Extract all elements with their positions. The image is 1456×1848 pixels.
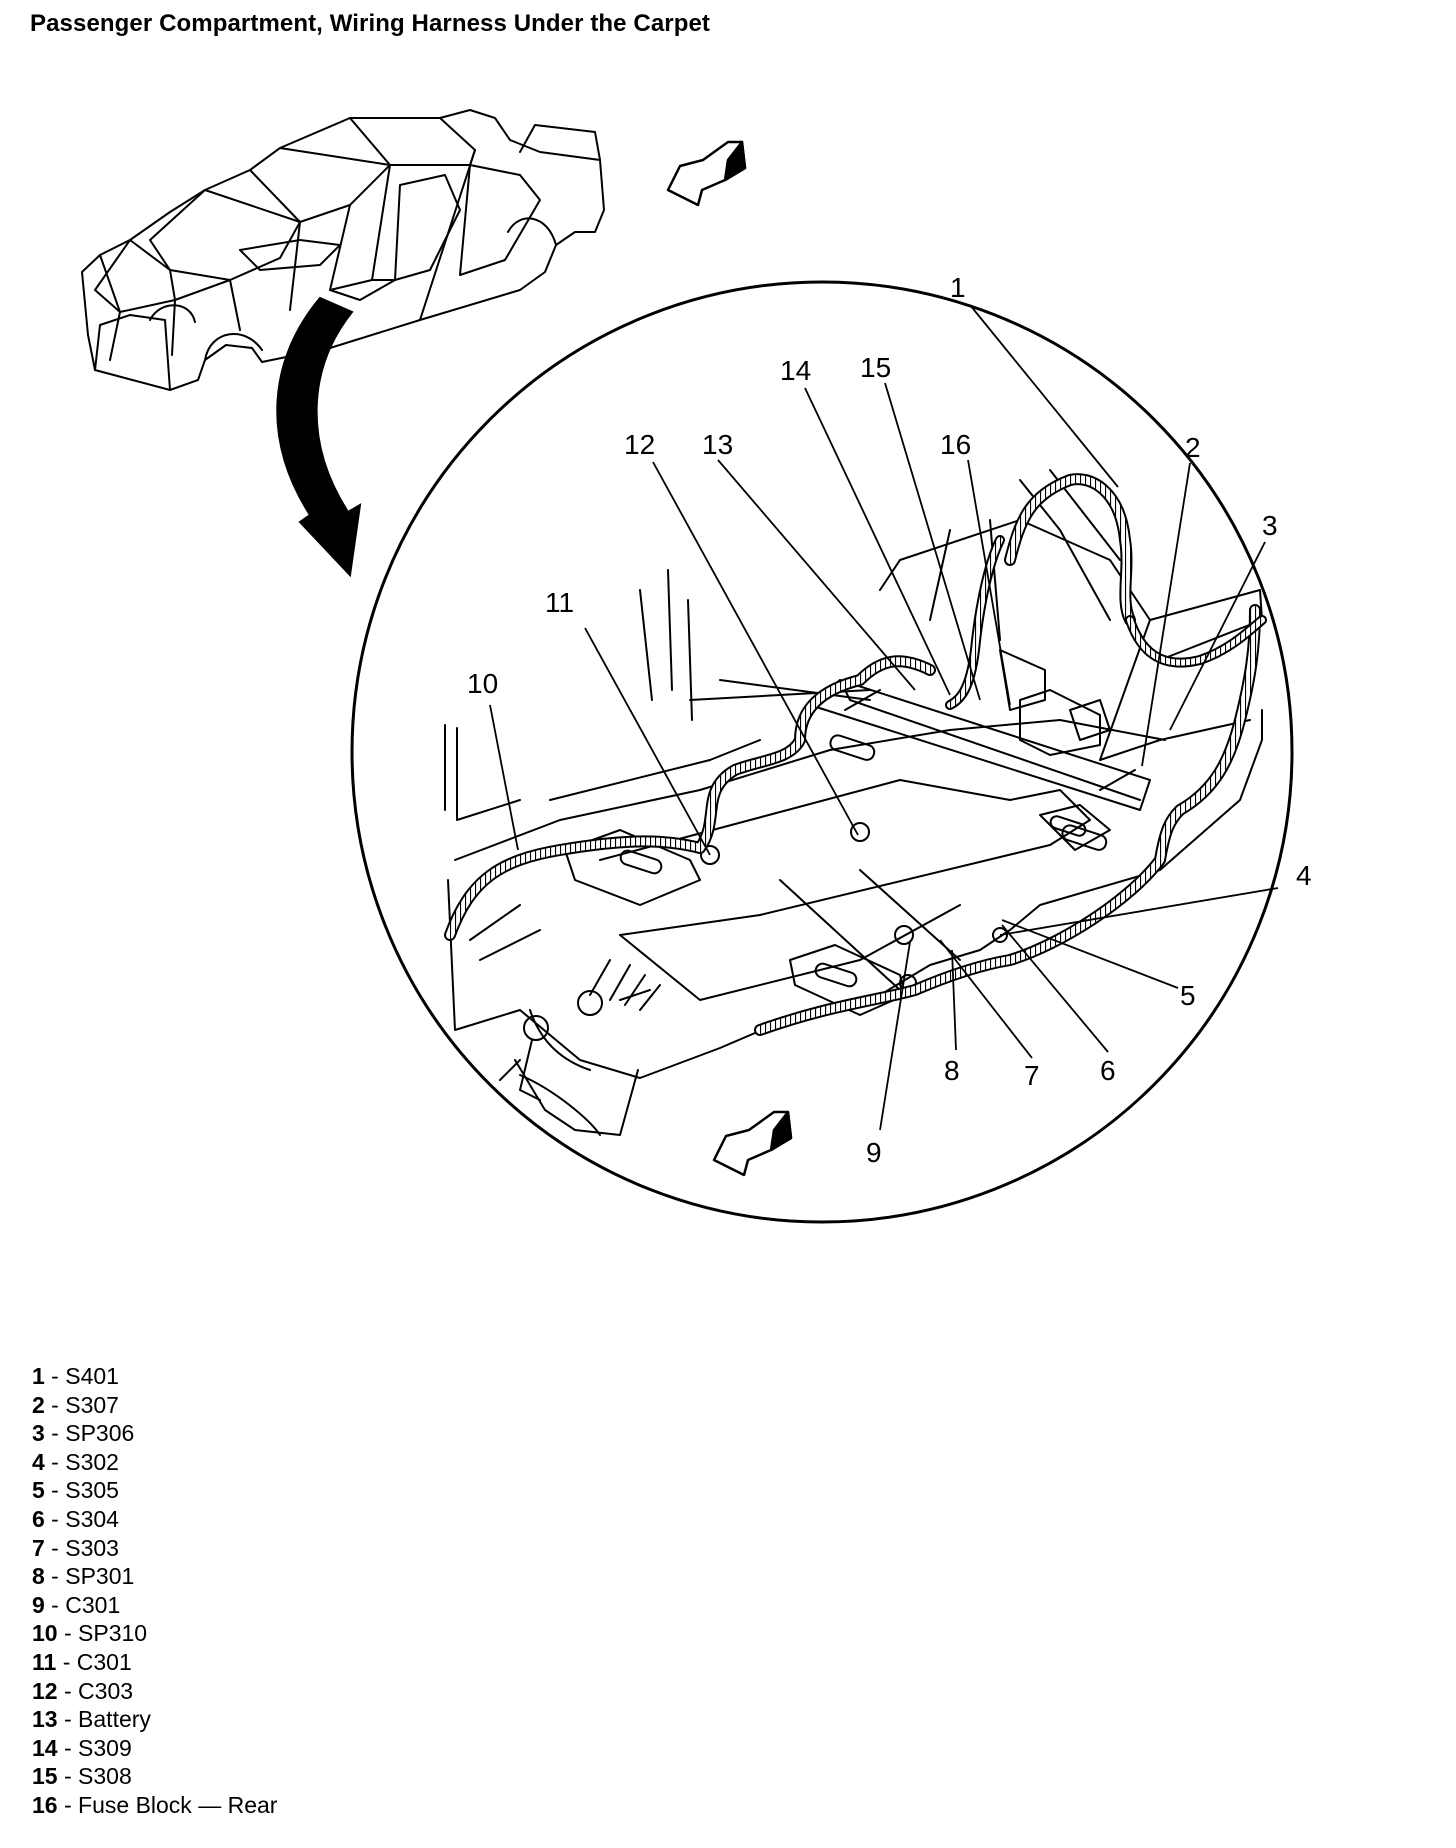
legend-item: 1 - S401	[32, 1363, 119, 1389]
zoom-arrow-icon	[276, 296, 362, 578]
callout-8: 8	[944, 1055, 960, 1086]
callout-labels: 1 2 3 4 5 6 7 8 9 10 11 12 13 14 15 16	[467, 272, 1312, 1168]
callout-1: 1	[950, 272, 966, 303]
legend-item: 10 - SP310	[32, 1620, 148, 1647]
legend-item: 7 - S303	[32, 1534, 119, 1561]
floor-pan-detail	[444, 469, 1263, 1136]
front-arrow-lower-icon	[712, 1110, 793, 1177]
callout-16: 16	[940, 429, 971, 460]
legend-item: 11 - C301	[32, 1648, 132, 1675]
legend-item: 13 - Battery	[32, 1706, 151, 1733]
front-arrow-icon	[666, 140, 747, 207]
legend-item: 14 - S309	[32, 1734, 132, 1761]
legend-list: 1 - S401 2 - S307 3 - SP306 4 - S302 5 -…	[32, 1362, 277, 1820]
callout-7: 7	[1024, 1060, 1040, 1091]
legend-item: 9 - C301	[32, 1591, 121, 1618]
legend-item: 15 - S308	[32, 1763, 132, 1790]
callout-15: 15	[860, 352, 891, 383]
vehicle-body-icon	[81, 109, 605, 391]
legend-item: 4 - S302	[32, 1448, 119, 1475]
legend-item: 8 - SP301	[32, 1563, 135, 1590]
wiring-harness	[444, 473, 1267, 1036]
callout-3: 3	[1262, 510, 1278, 541]
legend-item: 2 - S307	[32, 1391, 119, 1418]
callout-12: 12	[624, 429, 655, 460]
legend-item: 5 - S305	[32, 1477, 119, 1504]
callout-4: 4	[1296, 860, 1312, 891]
legend-item: 16 - Fuse Block — Rear	[32, 1791, 278, 1818]
callout-11: 11	[545, 587, 574, 618]
legend-item: 12 - C303	[32, 1677, 134, 1704]
callout-13: 13	[702, 429, 733, 460]
page-title: Passenger Compartment, Wiring Harness Un…	[30, 10, 711, 37]
callout-9: 9	[866, 1137, 882, 1168]
callout-5: 5	[1180, 980, 1196, 1011]
callout-2: 2	[1185, 432, 1201, 463]
callout-14: 14	[780, 355, 811, 386]
legend-item: 3 - SP306	[32, 1420, 135, 1447]
detail-circle	[350, 280, 1294, 1224]
callout-10: 10	[467, 668, 498, 699]
leader-lines	[489, 304, 1279, 1131]
callout-6: 6	[1100, 1055, 1116, 1086]
legend-item: 6 - S304	[32, 1505, 119, 1532]
